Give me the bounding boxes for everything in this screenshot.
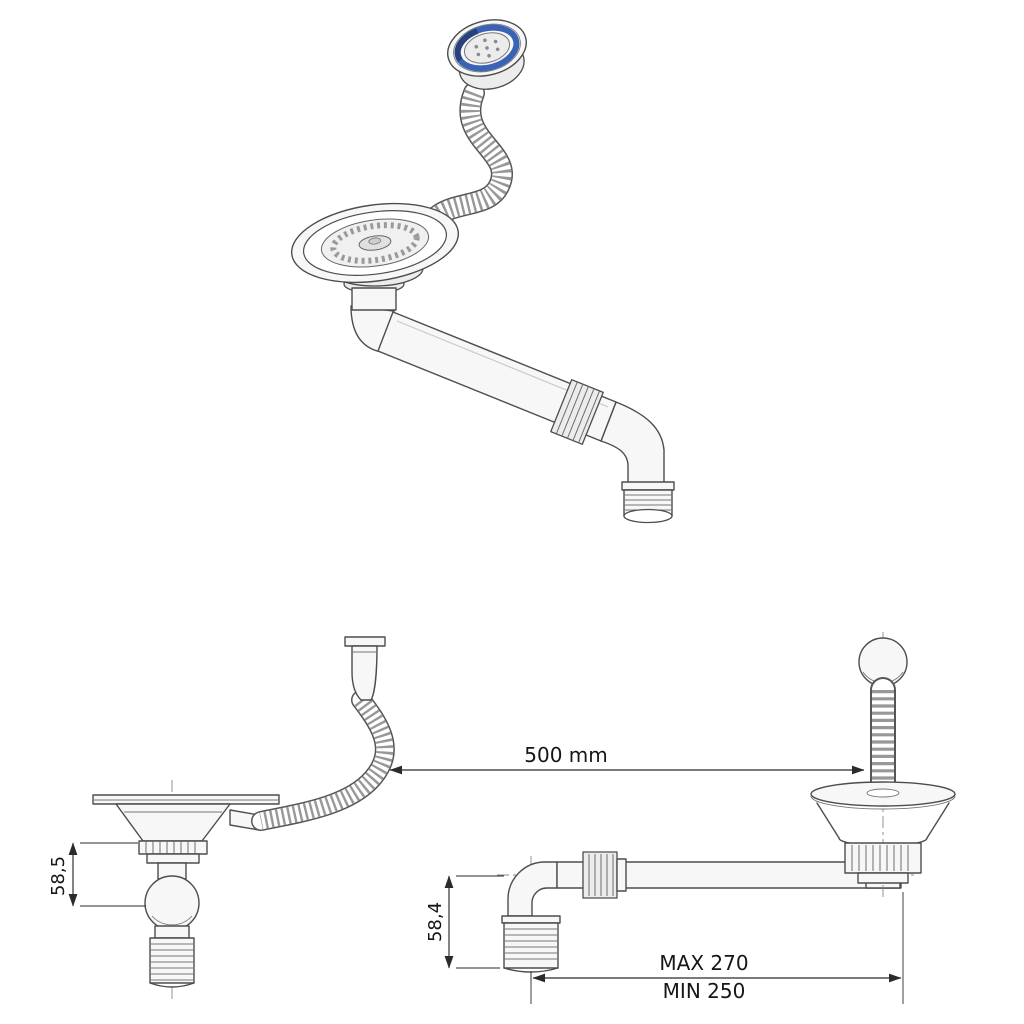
dimension-500mm: 500 mm: [389, 743, 865, 775]
locknut-side-view: [138, 840, 208, 855]
dimension-58-4-label: 58,4: [425, 902, 446, 942]
dimension-58-5-label: 58,5: [48, 856, 69, 896]
pipe-nut-3d: [550, 379, 604, 445]
dimension-58-4: 58,4: [425, 875, 504, 969]
drain-pipe-3d: [377, 311, 675, 524]
right-front-view: [810, 632, 956, 897]
threaded-outlet-3d: [623, 489, 673, 524]
overflow-fitting-side-view: [344, 636, 386, 701]
dimension-max-min: MAX 270 MIN 250: [530, 892, 904, 1004]
threaded-outlet-side-view: [149, 937, 195, 988]
compression-nut-bottom-view: [582, 851, 627, 899]
locknut-front-view: [844, 842, 922, 874]
overflow-hose-side-view: [251, 690, 395, 831]
threaded-outlet-bottom-view: [503, 922, 559, 973]
ball-elbow-side-view: [144, 875, 200, 931]
strainer-front-view: [810, 781, 956, 884]
strainer-3d-icon: [290, 202, 460, 311]
overflow-cap-3d-icon: [447, 19, 527, 90]
dimension-min-label: MIN 250: [663, 979, 746, 1003]
dimension-500mm-label: 500 mm: [524, 743, 608, 767]
dimension-max-label: MAX 270: [659, 951, 748, 975]
cap-grille-dots: [474, 38, 500, 58]
product-illustration-3d: [290, 19, 675, 524]
dimension-58-5: 58,5: [48, 842, 146, 907]
left-side-view: [92, 636, 395, 1002]
overflow-hose-3d-icon: [423, 82, 513, 230]
